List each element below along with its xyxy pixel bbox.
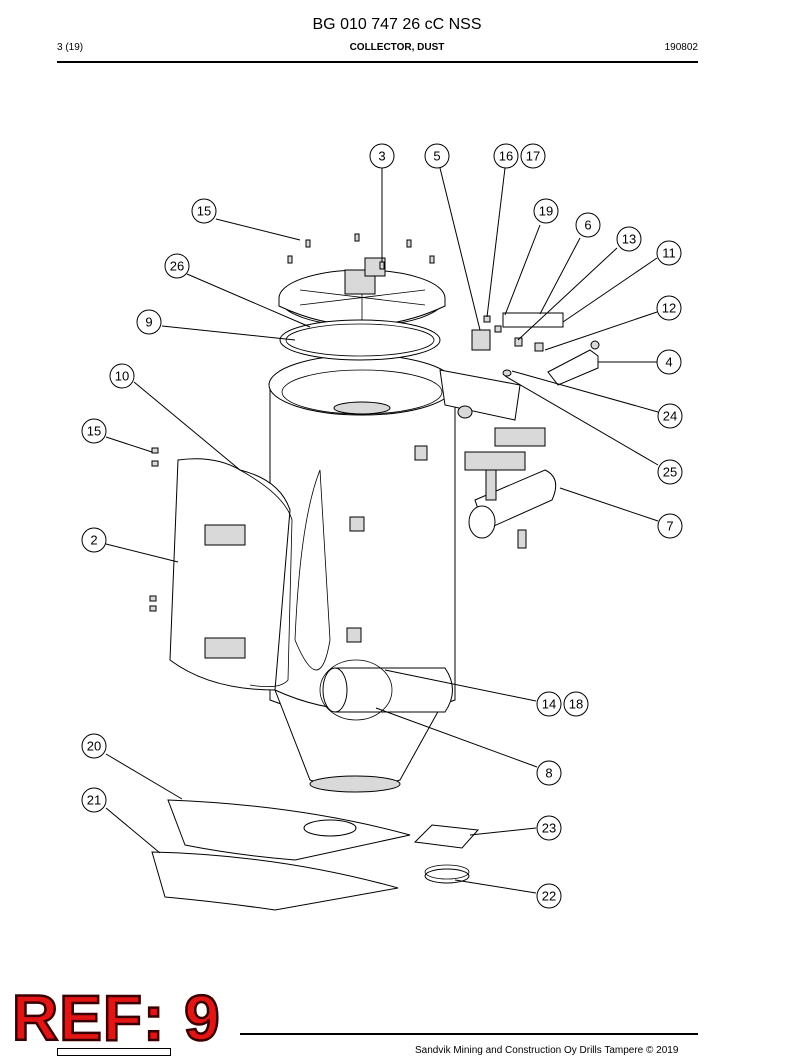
callout-19-label: 19: [539, 204, 553, 219]
callout-15-top: 15: [191, 198, 217, 224]
company-logo: [57, 1048, 171, 1056]
callout-11: 11: [656, 240, 682, 266]
document-date: 190802: [664, 42, 698, 53]
bracket: [547, 340, 600, 386]
valve-manifold: [464, 427, 557, 549]
callout-24-label: 24: [663, 409, 677, 424]
callout-26: 26: [164, 253, 190, 279]
callout-10: 10: [109, 363, 135, 389]
callout-23-label: 23: [542, 821, 556, 836]
inlet-pipe: [319, 659, 453, 721]
callout-5-label: 5: [433, 149, 440, 164]
callout-21-label: 21: [87, 793, 101, 808]
callout-14-label: 14: [542, 697, 556, 712]
page-number: 3 (19): [57, 42, 84, 53]
callout-5: 5: [424, 143, 450, 169]
footer-copyright: Sandvik Mining and Construction Oy Drill…: [415, 1045, 679, 1056]
callout-7-label: 7: [666, 519, 673, 534]
callout-22-label: 22: [542, 889, 556, 904]
footer-rule: [240, 1033, 698, 1035]
callout-6-label: 6: [584, 218, 591, 233]
callout-8: 8: [536, 760, 562, 786]
callout-16-label: 16: [499, 149, 513, 164]
section-title: COLLECTOR, DUST: [349, 42, 445, 53]
callout-12: 12: [656, 295, 682, 321]
callout-21: 21: [81, 787, 107, 813]
header-rule: [57, 61, 698, 63]
callout-3: 3: [369, 143, 395, 169]
callout-9: 9: [136, 309, 162, 335]
callout-18-label: 18: [569, 697, 583, 712]
callout-7: 7: [657, 513, 683, 539]
callout-4: 4: [656, 349, 682, 375]
leader-lines: [105, 167, 659, 894]
callout-2-label: 2: [90, 533, 97, 548]
callout-22: 22: [536, 883, 562, 909]
solenoid-valves: [471, 312, 564, 352]
callout-20: 20: [81, 733, 107, 759]
ref-stamp: REF: 9: [11, 982, 221, 1054]
callout-17: 17: [520, 143, 546, 169]
callout-15-top-label: 15: [197, 204, 211, 219]
callout-6: 6: [575, 212, 601, 238]
callout-2: 2: [81, 527, 107, 553]
callout-17-label: 17: [526, 149, 540, 164]
callout-18: 18: [563, 691, 589, 717]
callout-15-side-label: 15: [87, 424, 101, 439]
top-ring-flange: [439, 369, 521, 421]
callout-15-side: 15: [81, 418, 107, 444]
callout-9-label: 9: [145, 315, 152, 330]
callout-25-label: 25: [663, 465, 677, 480]
document-title: BG 010 747 26 cC NSS: [312, 16, 482, 33]
filter-sheets: [151, 799, 480, 911]
door-panel: [149, 447, 293, 691]
callout-13-label: 13: [622, 232, 636, 247]
callout-10-label: 10: [115, 369, 129, 384]
callout-25: 25: [657, 459, 683, 485]
callout-26-label: 26: [170, 259, 184, 274]
callout-19: 19: [533, 198, 559, 224]
callout-20-label: 20: [87, 739, 101, 754]
callout-8-label: 8: [545, 766, 552, 781]
callout-24: 24: [657, 403, 683, 429]
callout-23: 23: [536, 815, 562, 841]
callout-4-label: 4: [665, 355, 672, 370]
callout-16: 16: [493, 143, 519, 169]
lid-bolts: [287, 233, 435, 270]
callout-3-label: 3: [378, 149, 385, 164]
callout-12-label: 12: [662, 301, 676, 316]
cover-lid: [278, 257, 446, 327]
callout-13: 13: [616, 226, 642, 252]
dust-collector-body: [268, 354, 456, 793]
callout-14: 14: [536, 691, 562, 717]
callout-11-label: 11: [662, 246, 676, 261]
gasket-ring: [279, 319, 441, 361]
